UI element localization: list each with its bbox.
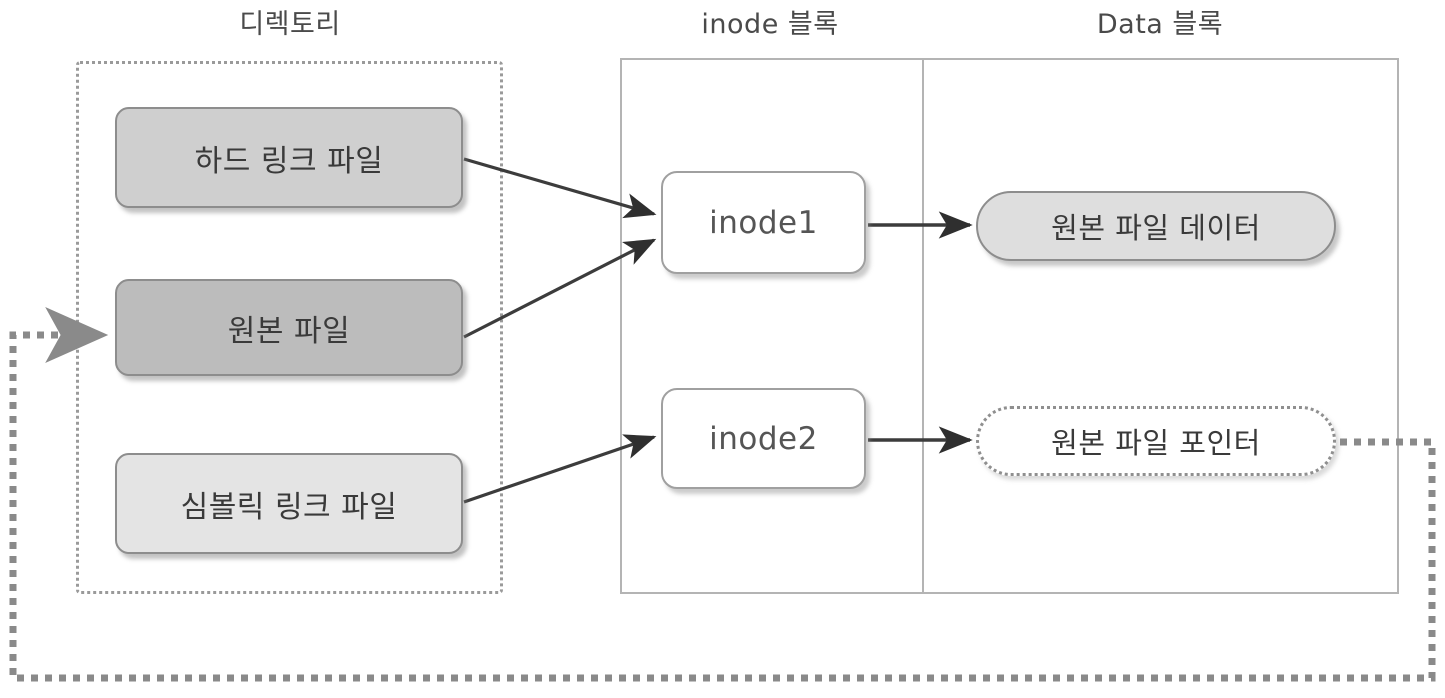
edge-original-file-to-inode1 [463,238,657,339]
column-heading-data-block: Data 블록 [1096,9,1224,40]
blocks-region-divider [922,58,924,594]
node-original-file[interactable]: 원본 파일 [115,279,463,376]
edge-symbolic-link-to-inode2 [463,434,657,504]
node-symbolic-link-file[interactable]: 심볼릭 링크 파일 [115,453,463,554]
node-original-file-data[interactable]: 원본 파일 데이터 [976,191,1336,261]
column-heading-directory: 디렉토리 [239,9,341,40]
node-inode2[interactable]: inode2 [661,388,866,489]
node-hard-link-file[interactable]: 하드 링크 파일 [115,107,463,208]
node-inode1[interactable]: inode1 [661,171,866,274]
column-heading-inode-block: inode 블록 [701,9,839,40]
edge-file-pointer-to-original-file [9,307,1436,682]
blocks-region-border [620,58,1399,594]
node-original-file-pointer[interactable]: 원본 파일 포인터 [976,406,1336,476]
edge-hard-link-to-inode1 [463,157,657,219]
